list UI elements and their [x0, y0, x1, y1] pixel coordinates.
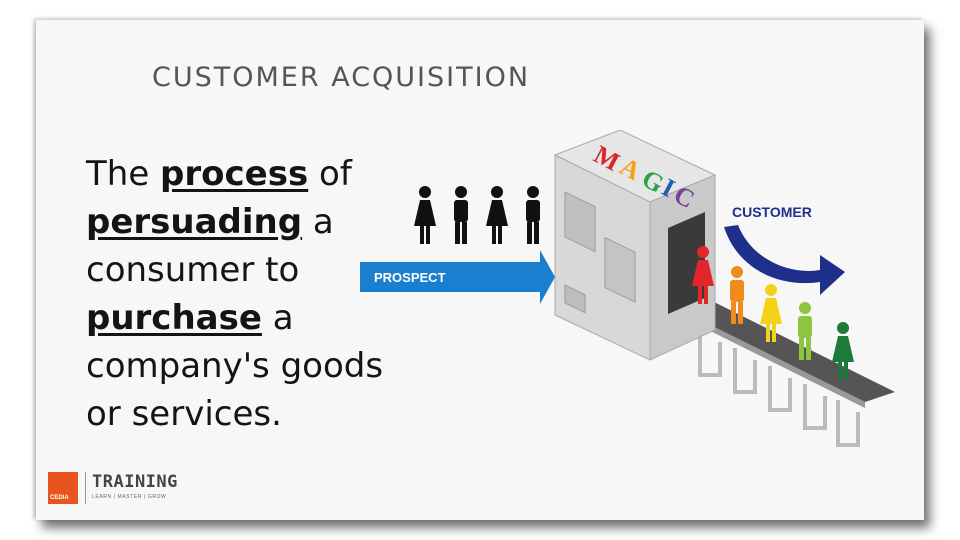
body-word: of: [308, 154, 352, 194]
prospect-person-icon: [526, 186, 540, 244]
keyword-process: process: [160, 154, 309, 194]
magic-machine: [553, 130, 717, 361]
prospect-person-icon: [414, 186, 436, 244]
prospect-label: PROSPECT: [374, 270, 446, 285]
logo-divider: [85, 472, 86, 504]
cedia-training-logo: CEDIA TRAINING LEARN | MASTER | GROW: [48, 470, 178, 510]
definition-text: The process of persuading a consumer to …: [86, 150, 416, 438]
slide-title: CUSTOMER ACQUISITION: [152, 62, 531, 93]
keyword-purchase: purchase: [86, 298, 262, 338]
body-word: a company's goods or services.: [86, 298, 384, 434]
customer-label: CUSTOMER: [732, 204, 812, 220]
logo-name: TRAINING: [92, 472, 178, 492]
prospect-person-icon: [454, 186, 468, 244]
body-word: a consumer to: [86, 202, 334, 290]
prospect-people: [414, 186, 540, 244]
prospect-person-icon: [486, 186, 508, 244]
machine-magic-label: M A G I C: [589, 140, 699, 214]
logo-tagline: LEARN | MASTER | GROW: [92, 494, 167, 500]
magic-machine-illustration: PROSPECT M A G I C C: [360, 130, 895, 447]
logo-box-text: CEDIA: [50, 495, 69, 501]
prospect-arrow-icon: [360, 250, 555, 304]
customer-arrow-icon: [724, 225, 845, 295]
keyword-persuading: persuading: [86, 202, 303, 242]
body-word: The: [86, 154, 161, 194]
logo-mark: CEDIA: [48, 472, 78, 504]
